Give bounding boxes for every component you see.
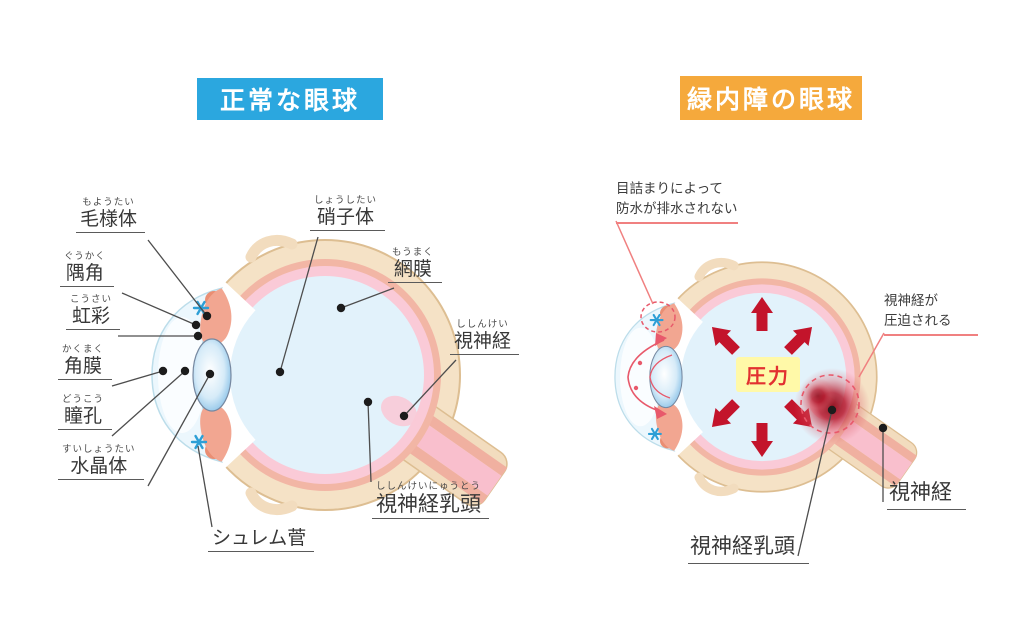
glaucoma-eye-diagram [512,220,1024,557]
label-vitreous: しょうしたい 硝子体 [310,195,386,231]
clog-leader-line [615,220,654,305]
label-lens: すいしょうたい 水晶体 [58,444,144,480]
furigana: どうこう [62,394,105,405]
compress-annotation-line1: 視神経が [884,293,938,308]
label-angle: ぐうかく 隅角 [60,251,114,287]
label-text: 硝子体 [317,206,375,228]
leader-dots [158,303,409,421]
label-text: 毛様体 [80,208,138,230]
label-optic-nerve-glaucoma: 視神経 [887,476,966,510]
compress-leader-line [858,332,885,378]
label-text: 隅角 [65,262,104,284]
furigana: もうまく [392,247,434,258]
label-text: 瞳孔 [64,405,103,427]
furigana: こうさい [70,294,113,305]
label-ciliary-body: もようたい 毛様体 [76,197,146,233]
compress-annotation: 視神経が 圧迫される [884,291,978,336]
clog-annotation-line1: 目詰まりによって [616,181,723,196]
label-text: 虹彩 [72,305,111,327]
pressure-badge: 圧力 [736,357,800,392]
flow-dot [637,360,643,366]
furigana: かくまく [62,344,105,355]
label-text: シュレム菅 [212,528,307,549]
leader-lines [797,409,884,557]
normal-eye-diagram [111,0,512,528]
furigana: しょうしたい [314,195,378,206]
aqueous-flow-lines [627,339,673,413]
label-schlemm-canal: シュレム菅 [208,528,315,552]
label-pupil: どうこう 瞳孔 [58,394,113,430]
furigana: ぐうかく [64,251,106,262]
label-text: 網膜 [393,258,432,280]
flow-arrowhead-bottom [654,406,667,419]
label-cornea: かくまく 角膜 [58,344,113,380]
furigana: もようたい [82,197,135,208]
clog-annotation-line2: 防水が排水されない [616,201,738,217]
disc-damage-glow-inner [800,378,836,414]
furigana: ししんけいにゅうとう [376,481,482,492]
flow-dot [633,385,639,391]
label-text: 角膜 [64,355,103,377]
label-optic-disc: ししんけいにゅうとう 視神経乳頭 [372,481,490,520]
clog-dashed-circle [640,301,676,333]
label-optic-nerve: ししんけい 視神経 [450,319,520,355]
leader-lines [111,236,457,528]
clog-annotation: 目詰まりによって 防水が排水されない [616,179,738,224]
label-iris: こうさい 虹彩 [66,294,121,330]
flow-arrowhead-top [655,333,667,346]
label-text: 視神経乳頭 [376,492,481,516]
furigana: すいしょうたい [62,444,136,455]
disc-dashed-circle [800,374,860,434]
leader-dots [827,405,888,433]
furigana: ししんけい [456,319,509,330]
normal-eye-title: 正常な眼球 [197,78,383,120]
label-retina: もうまく 網膜 [388,247,442,283]
label-optic-disc-glaucoma: 視神経乳頭 [688,530,809,564]
glaucoma-eye-title: 緑内障の眼球 [680,76,862,120]
label-text: 視神経 [454,330,512,352]
compress-annotation-line2: 圧迫される [884,313,952,329]
label-text: 水晶体 [70,455,128,477]
